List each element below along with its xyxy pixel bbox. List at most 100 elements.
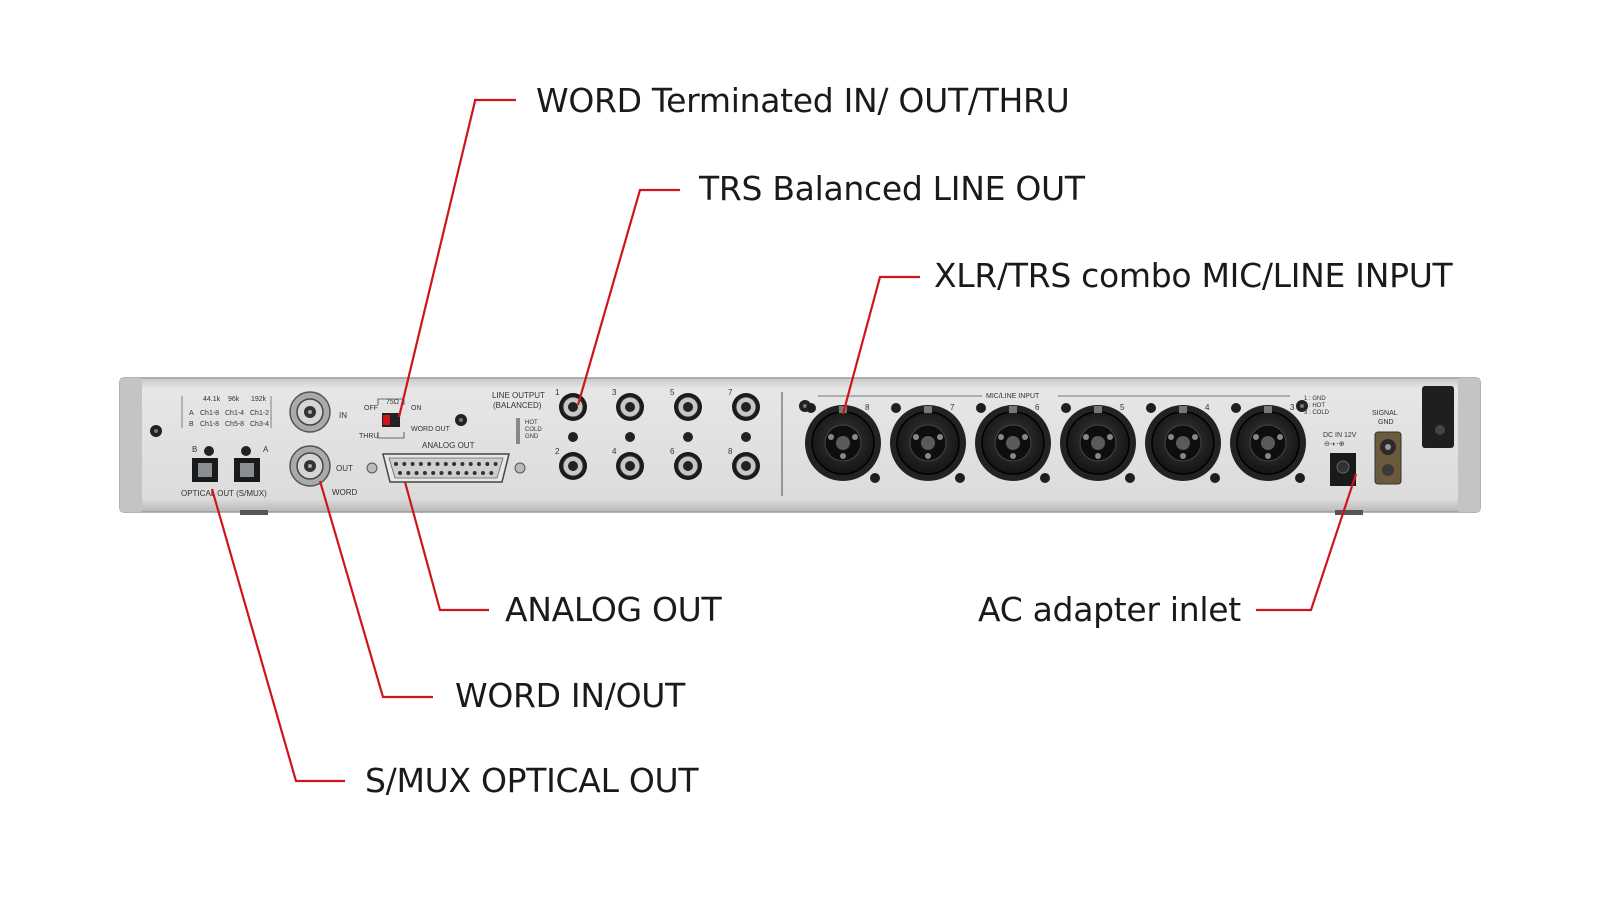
dsub-pin [447,471,452,475]
dsub-pin [477,462,481,466]
trs-jack-number: 1 [555,388,560,397]
screw [870,473,880,483]
dsub-pin [435,462,440,466]
port-b-label: B [192,445,197,454]
dsub-pin [406,471,411,475]
optical-out-label: OPTICAL OUT (S/MUX) [181,489,267,498]
port-a-label: A [263,445,269,454]
xlr-combo-jack [1060,405,1136,481]
screw [1231,403,1241,413]
screw [241,446,251,456]
rate-44k: 44.1k [203,396,221,403]
callout-analog-out: ANALOG OUT [505,590,722,629]
dsub-pin [443,462,448,466]
dsub-pin [456,471,461,475]
dsub-pin [402,462,407,466]
pin-hot: 2 : HOT [1304,403,1325,409]
xlr-jack-number: 7 [950,403,955,412]
on-label: ON [411,405,422,412]
screw [955,473,965,483]
leader-analog-out [403,481,489,612]
power-section: DC IN 12V ⊖-◐-⊕ SIGNAL GND [1323,386,1454,486]
callout-word-terminated: WORD Terminated IN/ OUT/THRU [536,81,1070,120]
xlr-combo-jack [1230,405,1306,481]
optical-port-a [234,458,260,482]
gnd-terminal [1374,431,1402,485]
dsub-pin [410,462,415,466]
xlr-combo-jack [890,405,966,481]
trs-jack [616,393,644,421]
trs-jack-number: 2 [555,447,560,456]
trs-jack-number: 3 [612,388,617,397]
leader-word-terminated [397,98,516,418]
cable-hook [1422,386,1454,448]
trs-jack [674,393,702,421]
word-out-switch-label: WORD OUT [411,426,451,433]
screw [1061,403,1071,413]
dsub-pin [493,462,498,466]
screw [806,403,816,413]
trs-jack [674,452,702,480]
opt-row-b-c2: Ch5-8 [225,421,244,428]
rate-96k: 96k [228,396,240,403]
screw [1040,473,1050,483]
leader-trs-line-out [576,188,680,406]
xlr-combo-jack [1145,405,1221,481]
dsub-pin [460,462,465,466]
trs-jack-number: 6 [670,447,675,456]
screw [976,403,986,413]
ohm-label: 75Ω [386,399,399,406]
word-section: IN OUT WORD 75Ω OFF ON THRU WORD OUT [289,391,451,497]
callout-ac-adapter: AC adapter inlet [978,590,1241,629]
dsub-pin [485,462,490,466]
xlr-jack-number: 5 [1120,403,1125,412]
trs-gnd: GND [525,434,539,440]
dsub-pin [472,471,477,475]
screw [1146,403,1156,413]
dc-inlet [1330,453,1356,486]
opt-row-a-c1: Ch1-8 [200,410,219,417]
screw [1210,473,1220,483]
dsub-pin [414,471,419,475]
word-label: WORD [332,488,358,497]
screw [1125,473,1135,483]
dsub-pin [398,471,402,475]
opt-row-a-label: A [189,410,194,417]
xlr-jack-number: 6 [1035,403,1040,412]
signal-gnd-1: SIGNAL [1372,410,1398,417]
callout-trs-line-out: TRS Balanced LINE OUT [699,169,1085,208]
trs-jack-number: 4 [612,447,617,456]
analog-out-dsub: ANALOG OUT [366,441,526,483]
dc-in-label: DC IN 12V [1323,432,1357,439]
panel-screws [150,400,1308,456]
dsub-pin [431,471,436,475]
opt-row-a-c2: Ch1-4 [225,410,244,417]
screw [568,432,578,442]
termination-switch [382,413,400,427]
screw [741,432,751,442]
trs-cold: COLD [525,427,542,433]
callout-xlr-combo: XLR/TRS combo MIC/LINE INPUT [934,256,1453,295]
dsub-pin [468,462,473,466]
dsub-pin [394,462,398,466]
xlr-jack-number: 3 [1290,403,1295,412]
trs-hot: HOT [525,420,538,426]
screw [455,414,467,426]
leader-smux-optical [210,488,345,783]
leader-word-in-out [318,480,433,699]
line-output-label: LINE OUTPUT [492,391,545,400]
opt-row-b-label: B [189,421,194,428]
dsub-pin [481,471,485,475]
xlr-combo-jack [975,405,1051,481]
pin-cold: 3 : COLD [1304,410,1330,416]
opt-row-b-c3: Ch3-4 [250,421,269,428]
dsub-pin [489,471,494,475]
xlr-combo-jack [805,405,881,481]
bnc-in [289,391,331,433]
dc-polarity: ⊖-◐-⊕ [1324,441,1345,448]
pin-gnd: 1 : GND [1304,396,1326,402]
trs-jack [616,452,644,480]
optical-port-b [192,458,218,482]
trs-jack-number: 7 [728,388,733,397]
